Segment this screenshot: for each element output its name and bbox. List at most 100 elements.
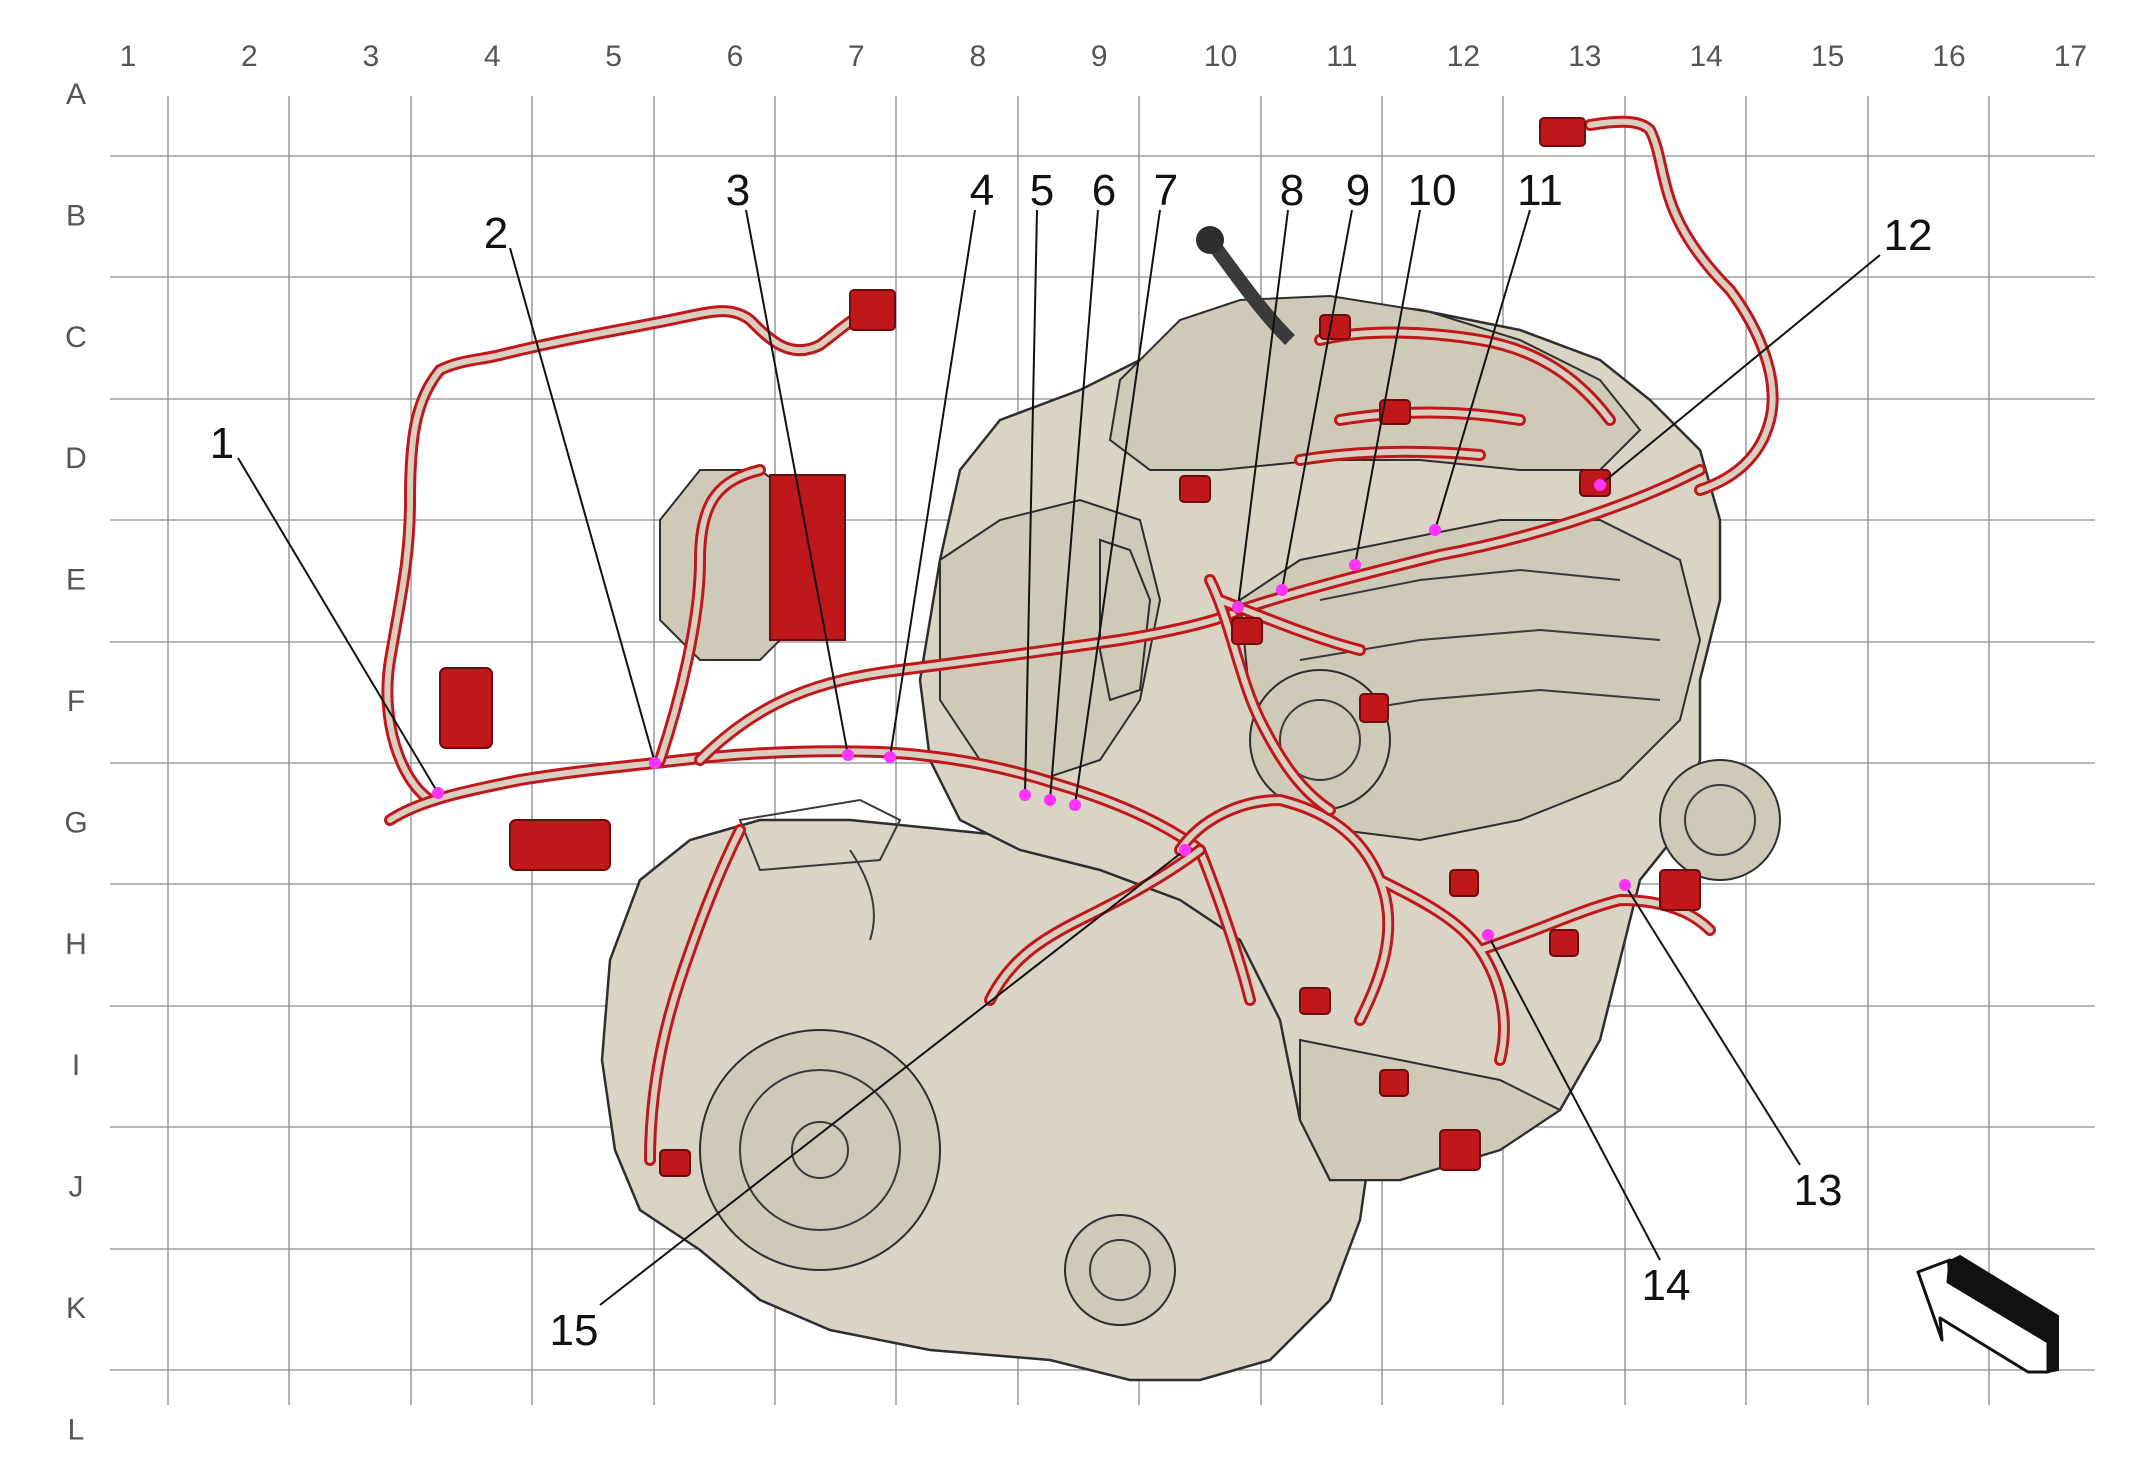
callout-13: 13: [1794, 1166, 1843, 1215]
grid-column-label: 8: [969, 40, 986, 73]
callout-9: 9: [1346, 166, 1370, 215]
grid-row-label: A: [66, 78, 86, 111]
grid-row-label: K: [66, 1292, 86, 1325]
connector-c3: [849, 289, 896, 331]
connector-c7: [1179, 475, 1211, 503]
grid-row-label: J: [69, 1171, 84, 1204]
callout-1: 1: [210, 419, 234, 468]
connector-c17: [1379, 399, 1411, 425]
leader-4: [889, 209, 976, 758]
callout-labels: 1 2 3 4 5 6 7 8 9 10 11 12 13 14 15: [210, 166, 1933, 1355]
axle-flange: [1064, 1214, 1176, 1326]
callout-5: 5: [1030, 166, 1054, 215]
connector-c14: [1449, 869, 1479, 897]
grid-column-label: 3: [362, 40, 379, 73]
engine-assembly: [600, 226, 1781, 1382]
grid-column-label: 14: [1690, 40, 1723, 73]
leader-11: [1434, 209, 1531, 531]
leader-14: [1487, 934, 1661, 1261]
marker-12: [1594, 479, 1606, 491]
marker-13: [1619, 879, 1631, 891]
leader-5: [1024, 209, 1038, 796]
grid-row-label: L: [68, 1413, 85, 1446]
bell-housing-hub: [791, 1121, 849, 1179]
leader-8: [1237, 209, 1289, 608]
connector-c1: [439, 667, 493, 749]
grid-row-label: C: [65, 321, 87, 354]
grid-column-label: 1: [120, 40, 137, 73]
wiring-harness: [381, 115, 1779, 1177]
grid-column-label: 4: [484, 40, 501, 73]
grid-column-label: 17: [2054, 40, 2087, 73]
connector-c10: [659, 1149, 691, 1177]
leader-15: [599, 849, 1186, 1306]
grid-row-label: F: [67, 685, 85, 718]
callout-14: 14: [1642, 1261, 1691, 1310]
grid-column-label: 5: [605, 40, 622, 73]
connector-c16: [1319, 314, 1351, 340]
leader-13: [1624, 884, 1801, 1166]
transmission-cover: [738, 798, 902, 872]
grid-column-label: 2: [241, 40, 258, 73]
callout-15: 15: [550, 1306, 599, 1355]
vent-hose: [1204, 235, 1295, 345]
connector-c11: [1299, 987, 1331, 1015]
callout-leaders: [237, 209, 1881, 1306]
bell-housing-ring: [739, 1069, 901, 1231]
shift-linkage: [849, 849, 875, 941]
axle-seal: [1089, 1239, 1151, 1301]
engine-control-module: [769, 474, 846, 641]
valve-cover: [1108, 294, 1642, 471]
grid-row-label: D: [65, 442, 87, 475]
grid-column-label: 16: [1932, 40, 1965, 73]
alternator-pulley: [1684, 784, 1756, 856]
leader-6: [1049, 209, 1099, 801]
callout-8: 8: [1280, 166, 1304, 215]
grid-column-label: 11: [1326, 40, 1357, 73]
leader-1: [237, 457, 439, 794]
marker-14: [1482, 929, 1494, 941]
connector-markers: [432, 479, 1631, 941]
connector-c9: [1439, 1129, 1481, 1171]
connector-c2: [509, 819, 611, 871]
leader-9: [1281, 209, 1353, 591]
grid-column-label: 6: [727, 40, 744, 73]
leader-7: [1074, 209, 1161, 806]
callout-6: 6: [1092, 166, 1116, 215]
grid-column-label: 10: [1204, 40, 1237, 73]
callout-11: 11: [1517, 166, 1563, 215]
marker-3: [842, 749, 854, 761]
marker-8: [1232, 601, 1244, 613]
leader-3: [745, 209, 849, 756]
connector-c8: [1359, 693, 1389, 723]
marker-10: [1349, 559, 1361, 571]
marker-7: [1069, 799, 1081, 811]
alternator: [1659, 759, 1781, 881]
callout-4: 4: [970, 166, 994, 215]
grid-column-label: 7: [848, 40, 865, 73]
front-direction-arrow-icon: [1916, 1255, 2059, 1374]
grid-row-label: H: [65, 928, 87, 961]
bell-housing: [699, 1029, 941, 1271]
leader-12: [1599, 254, 1881, 486]
marker-9: [1276, 584, 1288, 596]
manifold-runner-1: [1319, 568, 1621, 601]
marker-5: [1019, 789, 1031, 801]
oil-pan: [1299, 1038, 1562, 1181]
connector-c12: [1379, 1069, 1409, 1097]
leader-10: [1354, 209, 1421, 566]
callout-12: 12: [1884, 211, 1933, 260]
marker-11: [1429, 524, 1441, 536]
grid-column-label: 15: [1811, 40, 1844, 73]
connector-c4: [1539, 117, 1586, 147]
hose-fitting: [1196, 226, 1224, 254]
callout-7: 7: [1154, 166, 1178, 215]
marker-15: [1179, 844, 1191, 856]
connector-c5: [1659, 869, 1701, 911]
engine-mount-bracket: [1099, 538, 1152, 702]
grid-row-label: G: [64, 806, 87, 839]
grid-column-label: 12: [1447, 40, 1480, 73]
